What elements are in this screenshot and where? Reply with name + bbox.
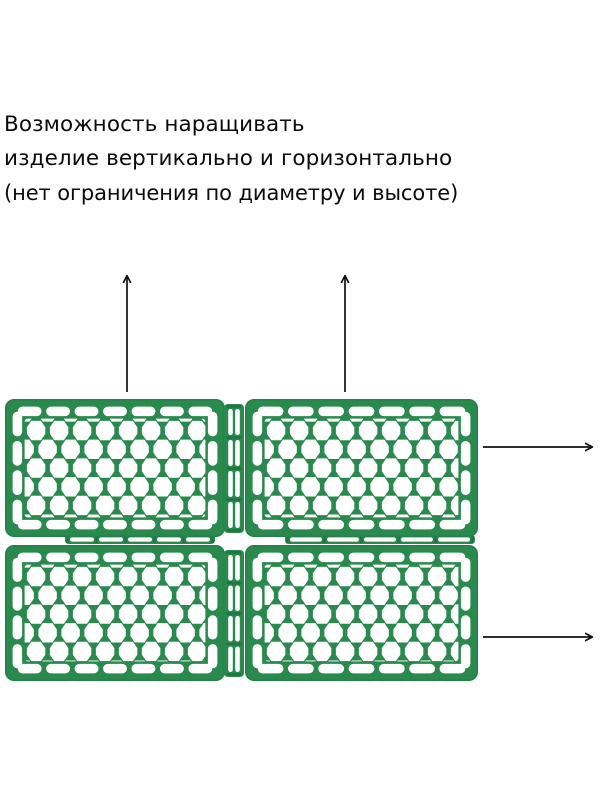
hinge-left-middle <box>65 535 215 544</box>
panel-bottom-left <box>5 545 225 681</box>
caption-line-2: изделие вертикально и горизонтально <box>4 146 453 171</box>
panel-bottom-right <box>245 545 478 681</box>
caption-line-3: (нет ограничения по диаметру и высоте) <box>4 181 459 205</box>
panel-top-left <box>5 399 225 537</box>
hinge-bottom-center <box>224 550 244 677</box>
hinge-right-middle <box>285 535 475 544</box>
caption-block: Возможность наращивать изделие вертикаль… <box>4 108 600 210</box>
panel-top-right <box>245 399 478 537</box>
caption-line-1: Возможность наращивать <box>4 112 305 137</box>
hinge-top-center <box>224 404 244 533</box>
